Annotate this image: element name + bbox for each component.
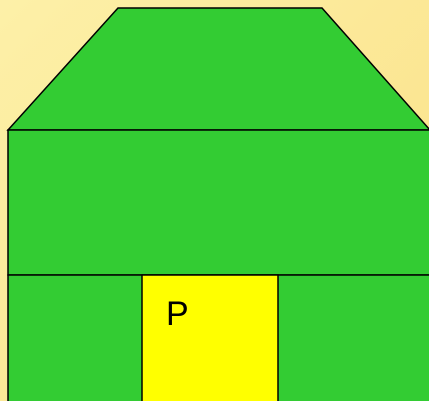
door — [142, 275, 278, 401]
house-upper-section — [8, 130, 429, 275]
roof — [8, 8, 429, 130]
door-label: P — [166, 295, 189, 333]
